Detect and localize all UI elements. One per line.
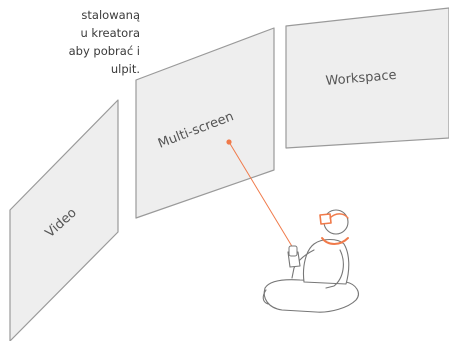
person-with-vr-headset-icon bbox=[262, 209, 359, 313]
intro-text: stalowaną u kreatora aby pobrać i ulpit. bbox=[0, 6, 140, 78]
laser-beam bbox=[228, 141, 294, 249]
intro-line-1: stalowaną bbox=[81, 8, 140, 22]
workspace-panel[interactable]: Workspace bbox=[285, 7, 449, 149]
video-panel[interactable]: Video bbox=[9, 99, 119, 341]
intro-line-3: aby pobrać i bbox=[68, 44, 140, 58]
intro-line-2: u kreatora bbox=[80, 26, 140, 40]
multi-screen-panel[interactable]: Multi-screen bbox=[135, 27, 275, 219]
intro-line-4: ulpit. bbox=[110, 62, 140, 76]
laser-pointer-icon bbox=[288, 245, 298, 257]
workspace-panel-label: Workspace bbox=[325, 68, 397, 89]
